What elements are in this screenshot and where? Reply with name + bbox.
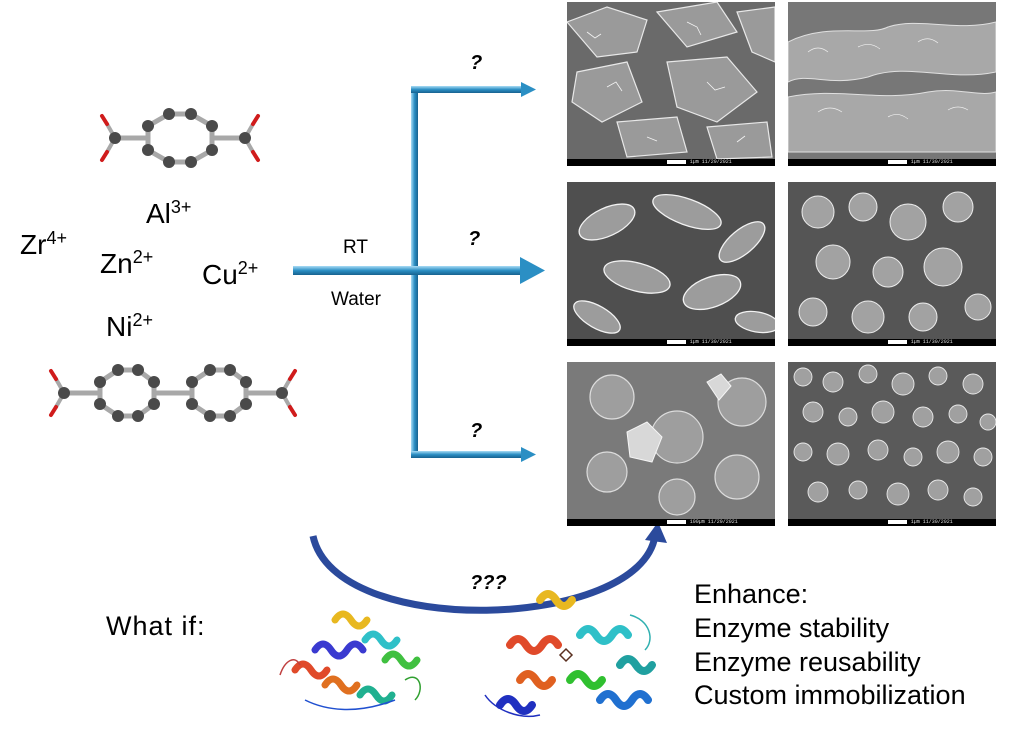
branch-vertical-bar	[411, 86, 418, 458]
enhance-item-stability: Enzyme stability	[694, 612, 890, 643]
bdc-linker-molecule	[100, 108, 260, 168]
what-if-label: What if:	[106, 611, 206, 641]
enhance-item-reusability: Enzyme reusability	[694, 646, 921, 677]
bpdc-linker-molecule	[49, 364, 297, 422]
sem-image-4: 1µm 11/30/2021	[788, 182, 996, 346]
arrow-main-shaft	[293, 266, 522, 275]
ion-al: Al3+	[146, 197, 192, 229]
enzyme-structure-1	[279, 610, 421, 711]
outcome-top-label: ?	[470, 52, 483, 74]
ion-zn: Zn2+	[100, 247, 154, 279]
sem-image-5: 100µm 11/29/2021	[567, 362, 775, 526]
sem-image-2: 1µm 11/30/2021	[788, 2, 996, 166]
enhance-item-immobilization: Custom immobilization	[694, 680, 966, 711]
enhance-list: Enhance: Enzyme stability Enzyme reusabi…	[694, 578, 966, 713]
enhance-heading: Enhance:	[694, 579, 809, 609]
sem-image-3: 1µm 11/30/2021	[567, 182, 775, 346]
condition-solvent: Water	[331, 289, 381, 310]
sem-image-1: 1µm 11/29/2021	[567, 2, 775, 166]
outcome-middle-label: ?	[468, 228, 481, 250]
arc-label: ???	[470, 572, 507, 594]
arrow-bottom-shaft	[411, 451, 523, 458]
condition-temperature: RT	[343, 237, 368, 258]
arrow-main-head	[520, 257, 545, 284]
ion-zr: Zr4+	[20, 228, 67, 260]
enzyme-structure-2	[484, 590, 656, 717]
ion-ni: Ni2+	[106, 310, 153, 342]
sem-image-6: 1µm 11/30/2021	[788, 362, 996, 526]
ion-cu: Cu2+	[202, 258, 259, 290]
arrow-top-head	[521, 82, 536, 97]
arrow-bottom-head	[521, 447, 536, 462]
outcome-bottom-label: ?	[470, 420, 483, 442]
arrow-top-shaft	[411, 86, 523, 93]
